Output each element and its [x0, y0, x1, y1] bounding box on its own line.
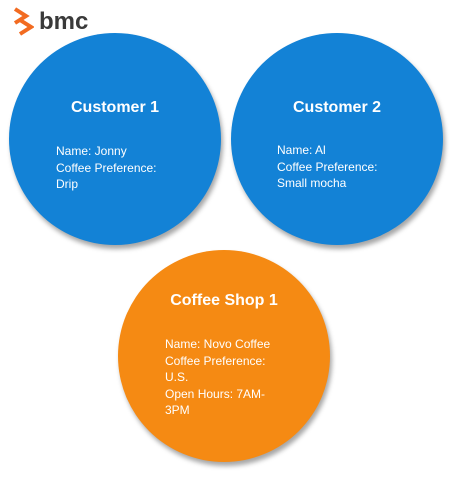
coffee-shop-1-hours-value: 3PM [165, 403, 190, 417]
customer-1-circle: Customer 1 Name: Jonny Coffee Preference… [9, 33, 221, 245]
coffee-shop-1-title: Coffee Shop 1 [170, 292, 278, 309]
bmc-chevron-logo-icon [13, 7, 34, 36]
coffee-shop-1-hours-label: Open Hours: 7AM- [165, 386, 266, 401]
coffee-shop-1-name: Name: Novo Coffee [165, 337, 271, 351]
customer-1-pref-label: Coffee Preference: [56, 160, 157, 175]
logo-text: bmc [39, 8, 89, 35]
customer-1-details: Name: Jonny Coffee Preference: Drip [56, 143, 157, 193]
customer-2-pref-label: Coffee Preference: [277, 159, 378, 174]
customer-2-title: Customer 2 [292, 99, 382, 116]
customer-2-pref-value: Small mocha [277, 176, 347, 190]
coffee-shop-1-details: Name: Novo Coffee Coffee Preference: U.S… [165, 336, 270, 419]
customer-2-circle: Customer 2 Name: Al Coffee Preference: S… [231, 33, 443, 245]
customer-2-name: Name: Al [277, 143, 326, 157]
coffee-shop-1-pref-label: Coffee Preference: [165, 353, 266, 368]
coffee-shop-1-pref-value: U.S. [165, 370, 189, 384]
customer-1-name: Name: Jonny [56, 144, 127, 158]
customer-1-title: Customer 1 [70, 99, 160, 116]
customer-1-pref-value: Drip [56, 177, 79, 191]
customer-2-details: Name: Al Coffee Preference: Small mocha [277, 142, 378, 192]
coffee-shop-1-circle: Coffee Shop 1 Name: Novo Coffee Coffee P… [118, 250, 330, 462]
bmc-logo: bmc [12, 6, 88, 38]
